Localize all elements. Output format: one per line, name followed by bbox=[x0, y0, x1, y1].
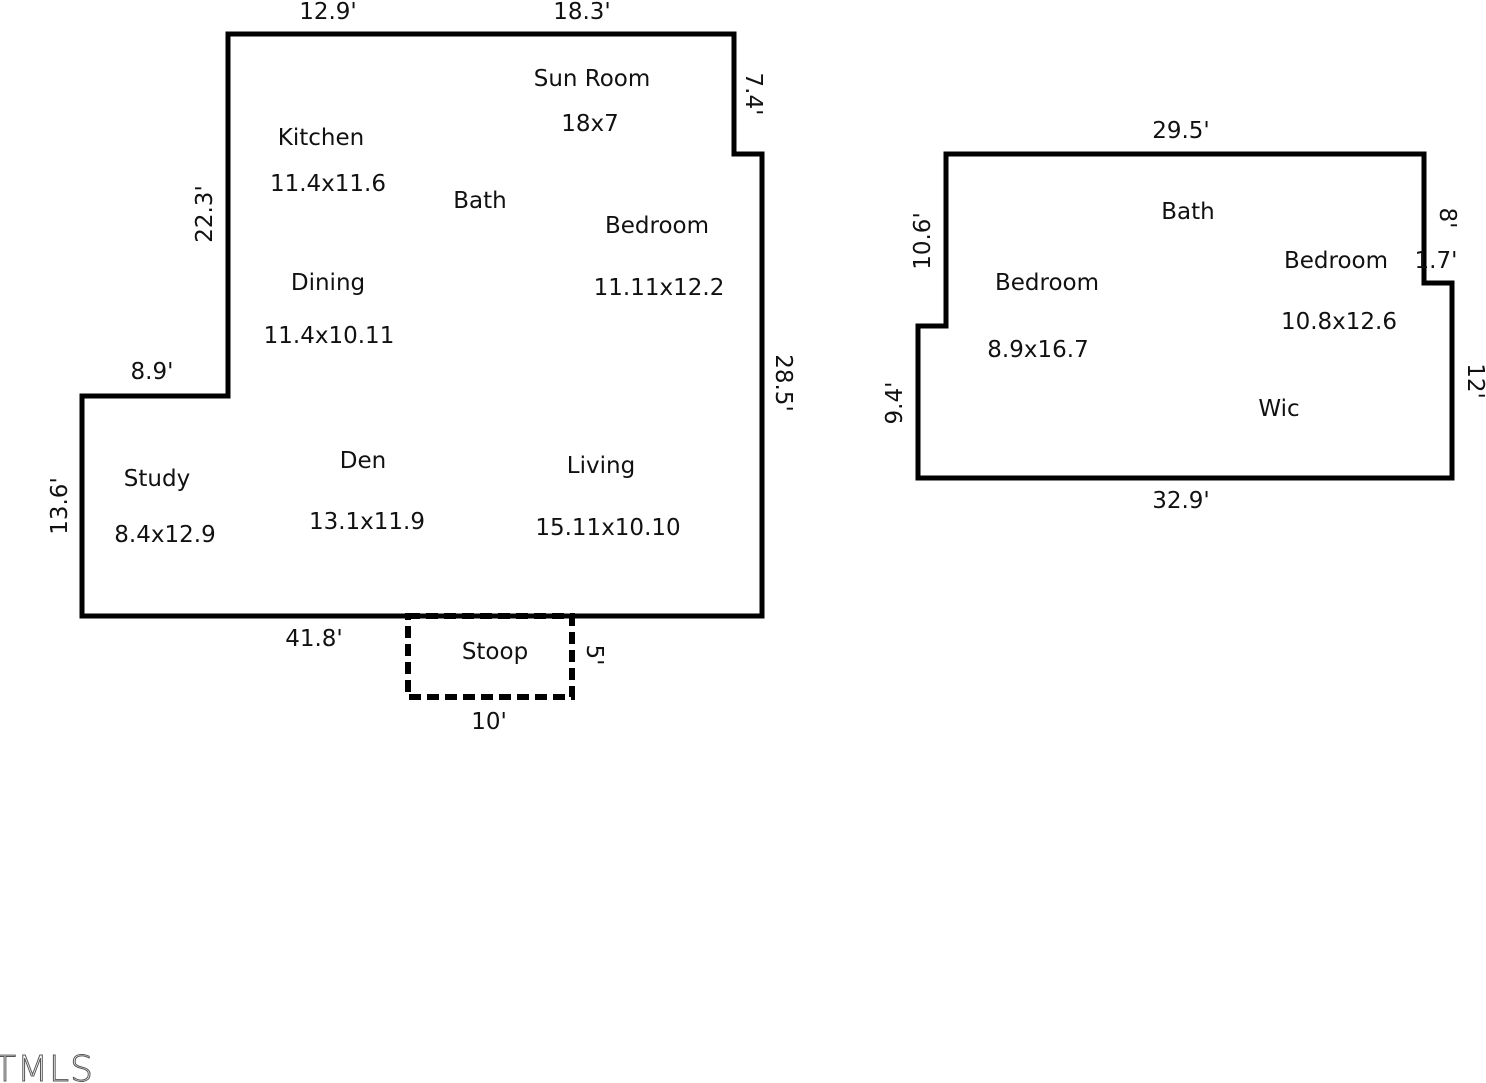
upper-dim-right-upper: 8' bbox=[1434, 208, 1460, 229]
stoop-label: Stoop bbox=[462, 639, 528, 665]
upper-bath-label: Bath bbox=[1161, 199, 1214, 225]
upper-dim-top: 29.5' bbox=[1152, 118, 1210, 144]
upper-bedroom-right-label: Bedroom bbox=[1284, 248, 1388, 274]
study-label: Study bbox=[124, 466, 190, 492]
kitchen-size: 11.4x11.6 bbox=[270, 171, 386, 197]
sun-room-size: 18x7 bbox=[561, 111, 619, 137]
bedroom-label: Bedroom bbox=[605, 213, 709, 239]
study-size: 8.4x12.9 bbox=[114, 522, 215, 548]
dim-stoop-width: 10' bbox=[471, 709, 507, 735]
mls-watermark: TMLS bbox=[0, 1049, 94, 1083]
dim-right: 28.5' bbox=[770, 354, 796, 412]
wic-label: Wic bbox=[1258, 396, 1299, 422]
dim-left-upper: 22.3' bbox=[192, 185, 218, 243]
upper-bedroom-left-label: Bedroom bbox=[995, 270, 1099, 296]
upper-dim-left-upper: 10.6' bbox=[910, 212, 936, 270]
upper-dim-left-lower: 9.4' bbox=[882, 382, 908, 425]
dim-top-right: 18.3' bbox=[553, 0, 611, 25]
dim-top-left: 12.9' bbox=[299, 0, 357, 25]
dim-sunroom-side: 7.4' bbox=[740, 73, 766, 116]
living-size: 15.11x10.10 bbox=[535, 515, 680, 541]
dining-label: Dining bbox=[291, 270, 365, 296]
upper-dim-right-lower: 12' bbox=[1462, 363, 1486, 399]
dim-stoop-depth: 5' bbox=[581, 645, 607, 666]
dim-left-lower: 13.6' bbox=[47, 477, 73, 535]
first-floor: Sun Room 18x7 Kitchen 11.4x11.6 Bath Bed… bbox=[47, 0, 796, 735]
second-floor: Bath Bedroom 8.9x16.7 Bedroom 10.8x12.6 … bbox=[882, 118, 1486, 514]
den-size: 13.1x11.9 bbox=[309, 509, 425, 535]
bath-label: Bath bbox=[453, 188, 506, 214]
sun-room-label: Sun Room bbox=[534, 66, 651, 92]
dim-bottom: 41.8' bbox=[285, 626, 343, 652]
dim-notch: 8.9' bbox=[131, 359, 174, 385]
first-floor-outline bbox=[79, 31, 765, 619]
stoop-outline bbox=[405, 613, 575, 700]
living-label: Living bbox=[567, 453, 635, 479]
dining-size: 11.4x10.11 bbox=[264, 323, 395, 349]
upper-bedroom-right-size: 10.8x12.6 bbox=[1281, 309, 1397, 335]
upper-bedroom-left-size: 8.9x16.7 bbox=[987, 337, 1088, 363]
den-label: Den bbox=[340, 448, 386, 474]
bedroom-size: 11.11x12.2 bbox=[594, 275, 725, 301]
second-floor-outline bbox=[915, 151, 1455, 481]
kitchen-label: Kitchen bbox=[278, 125, 364, 151]
upper-dim-step: 1.7' bbox=[1415, 248, 1458, 274]
upper-dim-bottom: 32.9' bbox=[1152, 488, 1210, 514]
